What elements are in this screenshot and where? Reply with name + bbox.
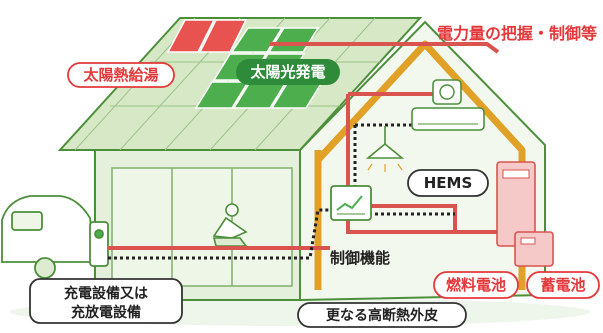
label-battery-pill: [526, 271, 600, 299]
label-ev-charger-box: [29, 278, 183, 324]
label-control: 制御機能: [330, 249, 390, 267]
power-lines: [108, 42, 500, 250]
label-hems: HEMS: [424, 174, 473, 192]
label-solar-pv-pill: [236, 59, 340, 85]
living-room-window: [111, 167, 293, 287]
battery-icon: [514, 231, 554, 267]
label-solar-thermal: 太陽熱給湯: [83, 66, 158, 84]
label-ev-charger-line1: 充電設備又は: [64, 285, 148, 302]
label-fuel-cell: 燃料電池: [446, 276, 506, 294]
fuel-cell-icon: [496, 161, 536, 247]
car-icon: [1, 195, 97, 279]
air-conditioner-icon: [411, 107, 485, 131]
charger-icon: [89, 221, 109, 267]
label-hems-pill: [407, 169, 489, 197]
hems-monitor-icon: [330, 185, 372, 221]
label-insulation-pill: [297, 302, 467, 328]
label-solar-thermal-pill: [67, 62, 175, 88]
label-ev-charger-line2: 充放電設備: [71, 304, 141, 321]
label-solar-pv: 太陽光発電: [250, 63, 325, 81]
label-power-monitor: 電力量の把握・制御等: [437, 24, 597, 43]
label-fuel-cell-pill: [433, 271, 519, 299]
label-insulation: 更なる高断熱外皮: [326, 307, 438, 324]
lamp-icon: [365, 126, 405, 172]
label-battery: 蓄電池: [540, 276, 585, 294]
solar-thermal-panels: [166, 19, 248, 53]
wall-clock-icon: [432, 79, 462, 105]
